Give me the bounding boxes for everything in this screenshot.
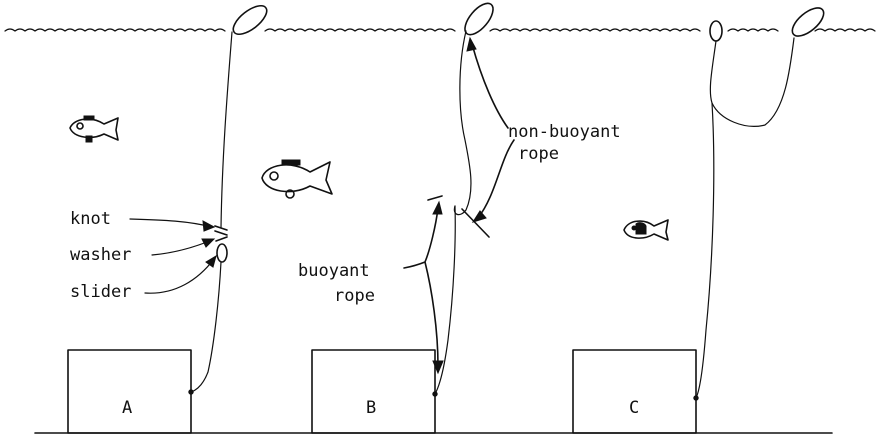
fish-2-icon — [261, 159, 333, 199]
rope-b-non-buoyant — [453, 30, 472, 216]
buoyant-arrowhead-up — [432, 200, 443, 215]
slider-label: slider — [70, 282, 131, 302]
washer-arrowhead — [201, 238, 216, 248]
panel-a: A knot washer slider — [67, 4, 268, 434]
panel-b: B non-buoyant rope buoyant rope — [298, 2, 621, 434]
knot-mark — [214, 225, 228, 236]
washer-arrow — [151, 239, 213, 256]
non-buoyant-arrow-up — [471, 43, 509, 129]
fish-3-icon — [623, 219, 669, 241]
anchor-block-c — [572, 349, 697, 434]
non-buoyant-label-line2: rope — [518, 144, 559, 164]
attachment-point-c — [693, 395, 699, 401]
knot-arrow — [129, 218, 213, 228]
knot-label: knot — [70, 209, 111, 229]
attachment-point-a — [188, 389, 194, 395]
rope-a — [190, 31, 233, 393]
non-buoyant-arrow-down — [477, 139, 515, 219]
panel-c-label: C — [629, 398, 639, 418]
slider-arrowhead — [205, 254, 217, 268]
rope-b-tag-upper — [427, 195, 443, 201]
surface-float-c-small — [709, 20, 723, 42]
non-buoyant-arrowhead-down — [471, 210, 487, 223]
buoyant-label-line1: buoyant — [298, 261, 370, 281]
non-buoyant-label-line1: non-buoyant — [508, 122, 621, 142]
knot-arrowhead — [202, 220, 216, 232]
attachment-point-b — [432, 391, 438, 397]
anchor-block-b — [311, 349, 436, 434]
fish-1-icon — [69, 115, 119, 143]
panel-b-label: B — [366, 398, 376, 418]
water-surface — [4, 28, 876, 32]
buoyant-arrowhead-down — [432, 360, 444, 375]
surface-float-a — [232, 4, 268, 36]
slider-arrow — [144, 258, 215, 294]
non-buoyant-arrowhead-up — [466, 36, 477, 52]
anchor-block-a — [67, 349, 192, 434]
panel-a-label: A — [122, 398, 132, 418]
washer-mark — [215, 236, 228, 242]
buoyant-bracket — [403, 207, 439, 367]
rope-b-buoyant — [434, 205, 456, 395]
panel-c: C — [572, 7, 825, 434]
rope-b-tag-lower — [461, 208, 490, 238]
rope-c-lower — [695, 102, 715, 399]
buoyant-label-line2: rope — [334, 286, 375, 306]
surface-float-c — [791, 7, 825, 37]
slider-mark — [216, 243, 228, 263]
rope-c — [709, 37, 795, 127]
surface-float-b — [464, 2, 494, 36]
washer-label: washer — [70, 245, 131, 265]
